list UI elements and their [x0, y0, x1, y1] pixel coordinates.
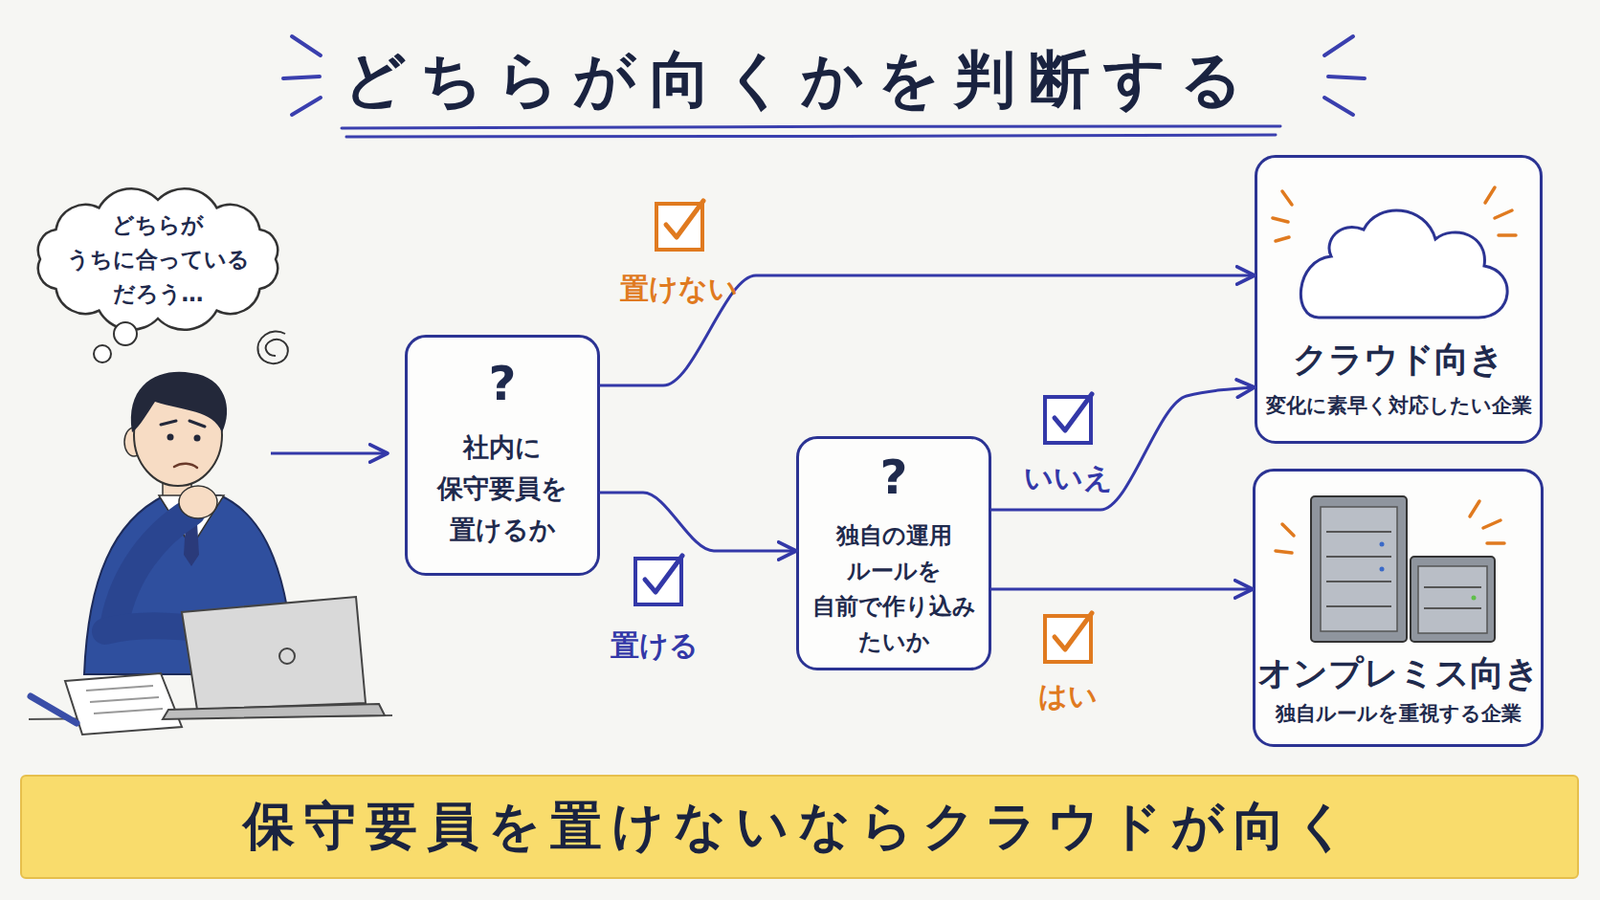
decision-box: ? 独自の運用 ルールを 自前で作り込み たいか	[796, 436, 992, 671]
question-text: 独自の運用 ルールを 自前で作り込み たいか	[802, 518, 985, 661]
hair	[131, 372, 227, 433]
branch-label: はい	[1038, 677, 1098, 717]
flow-connector	[991, 387, 1255, 511]
checkbox	[1044, 616, 1091, 663]
caption-band: 保守要員を置けないならクラウドが向く	[20, 775, 1579, 880]
question-text: 社内に 保守要員を 置けるか	[411, 426, 594, 551]
eyebrows	[160, 421, 205, 427]
outcome-heading: オンプレミス向き	[1257, 651, 1540, 696]
checkbox	[656, 203, 703, 250]
branch-label: 置けない	[620, 269, 738, 310]
outcome-box: オンプレミス向き独自ルールを重視する企業	[1252, 468, 1544, 748]
title-underline	[341, 126, 1281, 129]
worry-swirl	[257, 331, 288, 364]
hand	[178, 486, 218, 519]
check-mark	[644, 555, 683, 593]
outcome-heading: クラウド向き	[1292, 337, 1505, 382]
check-mark	[666, 200, 704, 238]
title-accent	[1328, 76, 1365, 79]
checkbox	[1044, 397, 1091, 444]
laptop-logo	[279, 648, 295, 665]
document-lines	[86, 686, 163, 714]
desk-edge	[28, 715, 393, 720]
outcome-box: クラウド向き変化に素早く対応したい企業	[1254, 155, 1543, 445]
head	[133, 384, 223, 487]
branch-label: 置ける	[610, 626, 699, 667]
title-accent	[1324, 36, 1354, 56]
outcome-note: 独自ルールを重視する企業	[1275, 699, 1522, 729]
title-accent	[1324, 97, 1354, 115]
checkbox	[635, 558, 682, 605]
laptop-screen	[181, 597, 366, 711]
document	[65, 673, 182, 735]
arm	[114, 511, 192, 623]
branch-label: いいえ	[1023, 459, 1113, 499]
folded-arm	[105, 625, 225, 634]
flow-connector	[600, 492, 797, 552]
shirt-collar	[158, 495, 224, 548]
title-underline	[346, 134, 1276, 137]
flow-connector	[991, 588, 1253, 592]
title-accent	[291, 97, 321, 115]
suit-body	[84, 495, 295, 675]
bubble-text: どちらが うちに合っている だろう…	[60, 207, 257, 312]
laptop-base	[162, 704, 385, 720]
check-mark	[1054, 613, 1092, 650]
check-mark	[1054, 394, 1092, 431]
mouth	[174, 464, 198, 468]
neck	[162, 468, 192, 500]
thought-dot	[93, 345, 112, 363]
outcome-note: 変化に素早く対応したい企業	[1266, 391, 1533, 421]
title-accent	[291, 36, 321, 56]
start-arrow	[270, 452, 388, 456]
necktie	[183, 507, 200, 567]
eye	[167, 434, 175, 442]
eye	[194, 435, 201, 443]
title-accent	[283, 76, 320, 79]
question-mark: ?	[879, 448, 908, 507]
pen	[30, 696, 77, 724]
bubble-outline	[38, 188, 278, 331]
diagram-title: どちらが向くかを判断する	[0, 38, 1600, 122]
ear	[124, 427, 144, 457]
decision-box: ? 社内に 保守要員を 置けるか	[404, 334, 600, 577]
question-mark: ?	[488, 355, 516, 413]
thought-bubble: どちらが うちに合っている だろう…	[26, 186, 289, 333]
